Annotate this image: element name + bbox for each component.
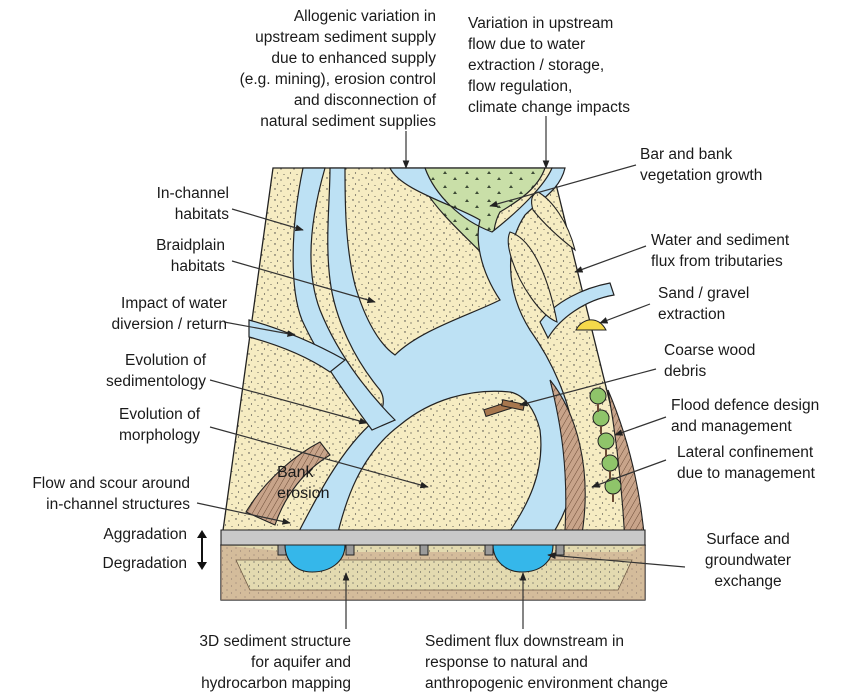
label-in-channel-habitats: In-channel habitats [29, 183, 229, 225]
label-upstream-flow-variation: Variation in upstream flow due to water … [468, 13, 698, 118]
label-surface-groundwater: Surface and groundwater exchange [683, 529, 813, 592]
label-degradation: Degradation [67, 553, 187, 574]
label-allogenic-variation: Allogenic variation in upstream sediment… [176, 6, 436, 132]
label-coarse-wood-debris: Coarse wood debris [664, 340, 834, 382]
label-lateral-confinement: Lateral confinement due to management [677, 442, 843, 484]
label-water-diversion: Impact of water diversion / return [7, 293, 227, 335]
label-bank-erosion: Bank erosion [277, 462, 347, 504]
label-aggradation: Aggradation [67, 524, 187, 545]
bridge-deck [221, 530, 645, 545]
label-sediment-flux-downstream: Sediment flux downstream in response to … [425, 631, 725, 694]
label-braidplain-habitats: Braidplain habitats [25, 235, 225, 277]
label-sand-gravel-extraction: Sand / gravel extraction [658, 283, 838, 325]
label-evolution-morphology: Evolution of morphology [0, 404, 200, 446]
label-bar-bank-vegetation: Bar and bank vegetation growth [640, 144, 840, 186]
label-evolution-sedimentology: Evolution of sedimentology [6, 350, 206, 392]
label-flow-scour: Flow and scour around in-channel structu… [0, 473, 190, 515]
label-3d-sediment-structure: 3D sediment structure for aquifer and hy… [151, 631, 351, 694]
label-flood-defence: Flood defence design and management [671, 395, 841, 437]
label-water-sediment-flux: Water and sediment flux from tributaries [651, 230, 841, 272]
aggradation-degradation-arrow [197, 530, 207, 570]
